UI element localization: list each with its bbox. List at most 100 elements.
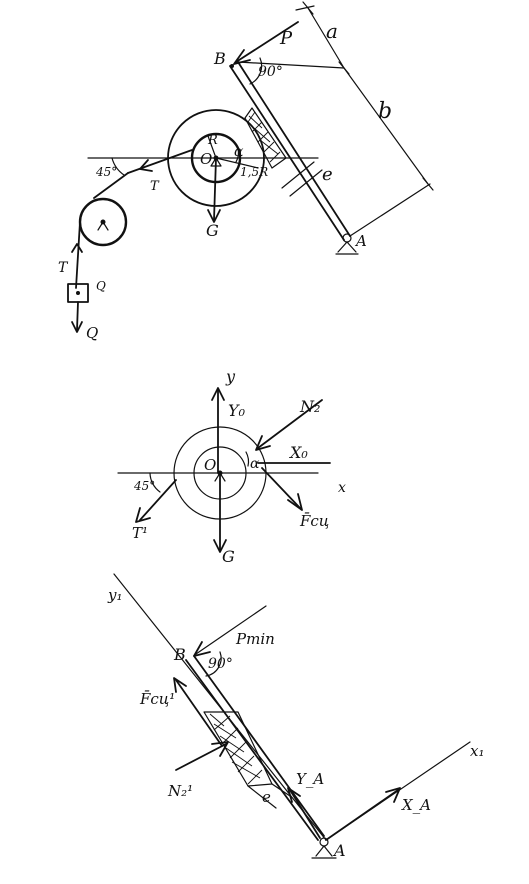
label-xa: X_A bbox=[401, 796, 431, 814]
point-a-hinge bbox=[342, 233, 352, 243]
e-dim-bottom-1 bbox=[247, 785, 277, 809]
n2-arrow-fbd bbox=[257, 399, 323, 449]
label-45-fbd: 45° bbox=[133, 479, 155, 493]
n2-prime-arrowhead bbox=[211, 741, 229, 757]
xa-arrowhead bbox=[385, 787, 401, 803]
label-t-top: T bbox=[58, 260, 69, 276]
alpha-angle-arc bbox=[235, 147, 240, 163]
rope-tension-t1 bbox=[127, 149, 193, 174]
label-1-5r: 1,5R bbox=[240, 165, 268, 179]
fcy1-arrow bbox=[175, 679, 223, 747]
lever-edge-2 bbox=[193, 655, 325, 837]
angle-90-arc bbox=[249, 57, 263, 85]
dim-e-ext-1 bbox=[281, 161, 315, 189]
label-ya: Y_A bbox=[296, 770, 324, 788]
angle-45-arc bbox=[111, 157, 125, 176]
label-a-dim: a bbox=[326, 19, 338, 43]
rope-to-weight bbox=[75, 221, 81, 289]
dim-b-end-ext bbox=[349, 183, 431, 237]
lever-edge-1 bbox=[185, 659, 319, 841]
label-b-dim: b bbox=[378, 99, 392, 124]
fcy-arrowhead-fbd bbox=[287, 493, 303, 511]
g-arrowhead-fbd bbox=[213, 539, 227, 553]
label-e-bottom: e bbox=[262, 788, 271, 806]
weight-center bbox=[76, 291, 80, 295]
point-a-bottom bbox=[319, 837, 329, 847]
e-dim-bottom-2 bbox=[271, 783, 291, 797]
middle-figure: y Y₀ N₂ X₀ α x O 45° T¹ F̄сц G bbox=[117, 367, 346, 566]
fcy1-arrowhead bbox=[173, 677, 187, 693]
label-alpha-top: α bbox=[234, 144, 244, 160]
support-a-triangle-bottom bbox=[315, 845, 333, 857]
label-a-bottom: A bbox=[332, 841, 346, 860]
label-g-fbd: G bbox=[222, 547, 235, 566]
gravity-g-arrow bbox=[213, 157, 217, 221]
label-90-top: 90° bbox=[258, 64, 283, 80]
t-arrowhead bbox=[71, 243, 83, 253]
label-o-fbd: O bbox=[204, 456, 216, 474]
label-p: P bbox=[279, 28, 293, 49]
dim-a-line bbox=[307, 7, 345, 69]
yo-arrowhead bbox=[211, 387, 225, 401]
pmin-arrowhead bbox=[193, 641, 211, 657]
point-b bbox=[230, 64, 234, 68]
dim-b-start-ext bbox=[237, 61, 345, 69]
label-b-top: B bbox=[213, 49, 226, 68]
t1-arrowhead bbox=[139, 159, 153, 172]
alpha-arc-fbd bbox=[245, 451, 250, 467]
label-t1-top: T bbox=[150, 179, 160, 194]
brake-shoe-hatching bbox=[244, 107, 287, 169]
ya-arrow bbox=[289, 789, 321, 839]
radius-1-5r-line bbox=[215, 157, 259, 169]
rope-segment-to-pulley bbox=[93, 172, 129, 199]
label-n2-prime: N₂¹ bbox=[167, 782, 193, 800]
lever-ab-edge-left bbox=[229, 65, 345, 241]
label-x-axis: x bbox=[338, 480, 346, 496]
label-b-bottom: B bbox=[173, 645, 186, 664]
t1-arrow-fbd bbox=[139, 479, 177, 521]
force-p-arrow bbox=[235, 21, 299, 63]
angle-45-arc-fbd bbox=[149, 472, 161, 493]
weight-q-arrow bbox=[76, 301, 79, 331]
top-figure: B P 90° a b R O α 1,5R e 45° T G A T Q Q bbox=[58, 1, 434, 342]
label-q-bottom: Q bbox=[86, 324, 98, 342]
bottom-figure: y₁ B Pmin 90° F̄сц¹ N₂¹ Y_A e X_A x₁ A bbox=[107, 573, 484, 860]
radius-r-line bbox=[207, 135, 217, 159]
label-a-top: A bbox=[354, 232, 367, 250]
dim-tick-1 bbox=[338, 61, 350, 75]
small-pulley-support bbox=[97, 221, 109, 231]
dim-tick-3 bbox=[302, 1, 314, 15]
t1-arrowhead-fbd bbox=[135, 507, 151, 523]
label-45-top: 45° bbox=[95, 165, 117, 179]
label-y1: y₁ bbox=[107, 586, 123, 604]
label-alpha-fbd: α bbox=[250, 456, 260, 472]
label-pmin: Pmin bbox=[235, 630, 275, 648]
angle-90-arc-bottom bbox=[205, 651, 222, 677]
label-xo: X₀ bbox=[288, 443, 308, 462]
label-e-top: e bbox=[322, 164, 333, 185]
label-90-bottom: 90° bbox=[208, 656, 233, 672]
n2-prime-arrow bbox=[175, 743, 227, 771]
ya-arrowhead bbox=[287, 787, 301, 803]
pmin-line bbox=[195, 605, 267, 655]
fcy-arrow-fbd bbox=[261, 467, 301, 509]
gravity-g-arrowhead bbox=[207, 209, 221, 223]
dim-e-ext-2 bbox=[289, 169, 323, 197]
label-n2-fbd: N₂ bbox=[299, 397, 320, 416]
lever-ab-edge-right bbox=[237, 61, 351, 237]
label-o-top: O bbox=[200, 150, 212, 168]
label-y-axis: y bbox=[225, 367, 236, 386]
dim-a-top-ext bbox=[295, 5, 315, 11]
xa-arrow bbox=[325, 789, 399, 841]
weight-q-arrowhead bbox=[71, 321, 83, 333]
label-g-top: G bbox=[206, 221, 219, 240]
label-q-box: Q bbox=[96, 279, 106, 293]
force-p-arrowhead bbox=[233, 49, 251, 65]
label-fcy1: F̄сц¹ bbox=[139, 690, 175, 708]
n2-arrowhead-fbd bbox=[255, 435, 271, 451]
dim-b-line bbox=[343, 67, 429, 185]
label-yo: Y₀ bbox=[228, 401, 246, 420]
label-t1-fbd: T¹ bbox=[132, 524, 148, 542]
support-a-triangle bbox=[337, 241, 357, 253]
dim-tick-2 bbox=[422, 177, 434, 191]
